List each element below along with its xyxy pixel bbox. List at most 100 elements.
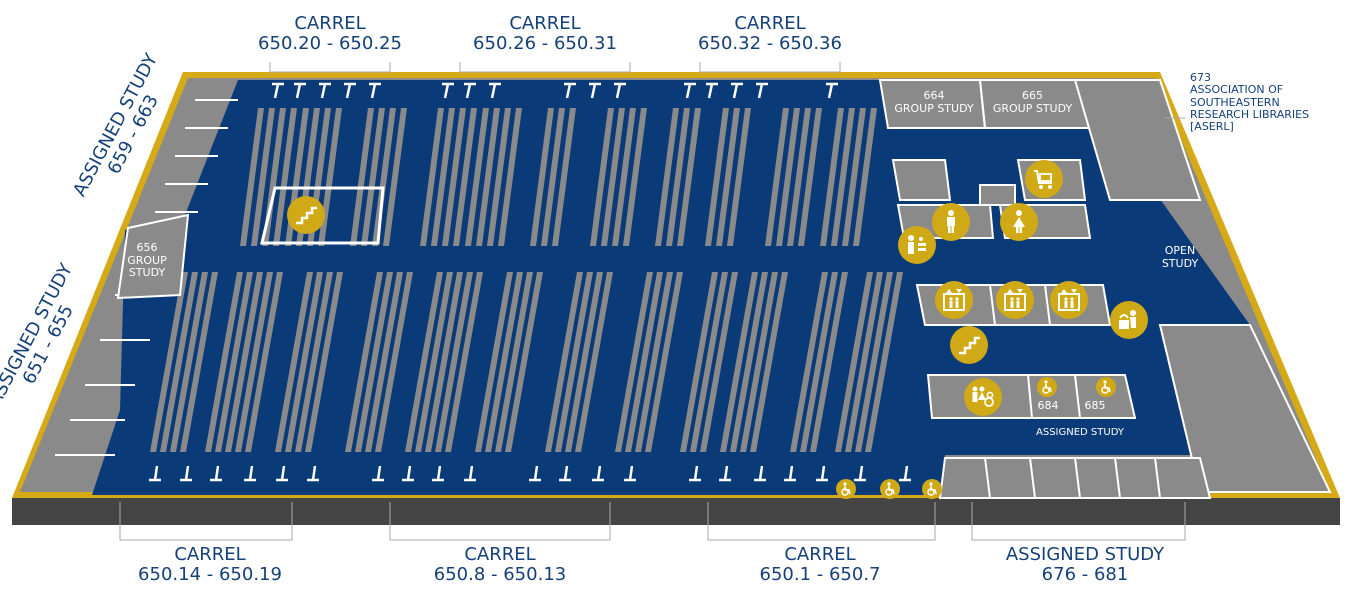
shelf [530, 108, 554, 246]
shelf [505, 272, 543, 452]
right-rooms [878, 79, 1332, 499]
shelf [475, 272, 513, 452]
shelf [853, 108, 877, 246]
shelf [275, 272, 313, 452]
carrel-desk [689, 465, 701, 482]
carrel-range: 650.26 - 650.31 [473, 33, 617, 55]
shelf [700, 272, 738, 452]
shelf [251, 108, 275, 246]
shelf [487, 108, 511, 246]
shelf [865, 272, 903, 452]
carrel-desk [294, 82, 306, 99]
carrel-top-right-label: CARREL 650.32 - 650.36 [690, 13, 850, 55]
wheelchair-accessible-icon [922, 479, 942, 499]
information-desk-icon [898, 226, 936, 264]
carrel-desk [826, 82, 838, 99]
room-656 [116, 213, 190, 300]
carrel-bottom-left-label: CARREL 650.14 - 650.19 [130, 544, 290, 586]
shelf [690, 272, 728, 452]
carrel-desk [272, 82, 284, 99]
label-brackets [119, 62, 1186, 541]
shelf [575, 272, 613, 452]
room-name-line: GROUP [127, 253, 167, 267]
restroom-men-icon [932, 203, 970, 241]
wheelchair-accessible-icon [1037, 377, 1057, 397]
carrel-top-mid-label: CARREL 650.26 - 650.31 [465, 13, 625, 55]
room-name: GROUP STUDY [894, 101, 974, 115]
shelf [383, 108, 407, 246]
shelf [727, 108, 751, 246]
carrel-desk [592, 465, 604, 482]
shelf [465, 108, 489, 246]
carrel-desk [816, 465, 828, 482]
carrel-desk [614, 82, 626, 99]
book-cart-icon [1025, 160, 1063, 198]
room-name: GROUP STUDY [992, 101, 1073, 115]
carrel-desk [432, 465, 444, 482]
shelf [485, 272, 523, 452]
shelf [666, 108, 690, 246]
carrel-desk [706, 82, 718, 99]
shelf [645, 272, 683, 452]
room-685-label: 685 [1084, 399, 1106, 412]
shelf [623, 108, 647, 246]
carrel-desk [731, 82, 743, 99]
shelf [375, 272, 413, 452]
carrel-desk [559, 465, 571, 482]
right-room-dividers [979, 79, 1161, 499]
wheelchair-accessible-icon [1096, 377, 1116, 397]
restroom-women-icon [1000, 203, 1038, 241]
shelf [215, 272, 253, 452]
carrel-top-left-label: CARREL 650.20 - 650.25 [250, 13, 410, 55]
shelf [740, 272, 778, 452]
open-study-line: STUDY [1161, 256, 1199, 270]
shelf [245, 272, 283, 452]
carrel-range: 650.32 - 650.36 [698, 33, 842, 55]
room-684-label: 684 [1037, 399, 1059, 412]
shelf [541, 108, 565, 246]
room-664-label: 664 GROUP STUDY [888, 89, 980, 115]
assigned-title: ASSIGNED STUDY [1005, 544, 1165, 565]
shelf [790, 272, 828, 452]
carrel-title: CARREL [464, 544, 536, 565]
water-fountain-icon [1110, 301, 1148, 339]
shelf [555, 272, 593, 452]
wheelchair-accessible-icon [836, 479, 856, 499]
open-study-line: OPEN [1164, 244, 1196, 257]
carrel-title: CARREL [784, 544, 856, 565]
carrel-range: 650.14 - 650.19 [138, 564, 282, 586]
shelf [405, 272, 443, 452]
carrel-desks [149, 82, 911, 482]
room-name-line: RESEARCH LIBRARIES [1190, 107, 1310, 121]
carrel-desk [369, 82, 381, 99]
carrel-title: CARREL [734, 13, 806, 34]
wheelchair-accessible-icon [880, 479, 900, 499]
carrel-desk [464, 82, 476, 99]
shelf [361, 108, 385, 246]
shelf [776, 108, 800, 246]
shelf [705, 108, 729, 246]
shelf [355, 272, 393, 452]
carrel-desk [244, 465, 256, 482]
shelf [295, 272, 333, 452]
room-673-label: 673 ASSOCIATION OF SOUTHEASTERN RESEARCH… [1190, 71, 1310, 134]
carrel-desk [899, 465, 911, 482]
carrel-range: 650.20 - 650.25 [258, 33, 402, 55]
shelf [831, 108, 855, 246]
shelf [565, 272, 603, 452]
carrel-title: CARREL [174, 544, 246, 565]
room-665-label: 665 GROUP STUDY [985, 89, 1080, 115]
assigned-range: 676 - 681 [1041, 564, 1129, 586]
shelf [445, 272, 483, 452]
room-number: 656 [136, 241, 158, 254]
shelf [425, 272, 463, 452]
room-656-label: 656 GROUP STUDY [112, 241, 182, 280]
shelf [180, 272, 218, 452]
carrel-desk [529, 465, 541, 482]
shelf [372, 108, 396, 246]
stairwell-outline [260, 186, 385, 245]
shelf [677, 108, 701, 246]
shelf [495, 272, 533, 452]
assigned-study-small-label: ASSIGNED STUDY [1036, 427, 1124, 438]
